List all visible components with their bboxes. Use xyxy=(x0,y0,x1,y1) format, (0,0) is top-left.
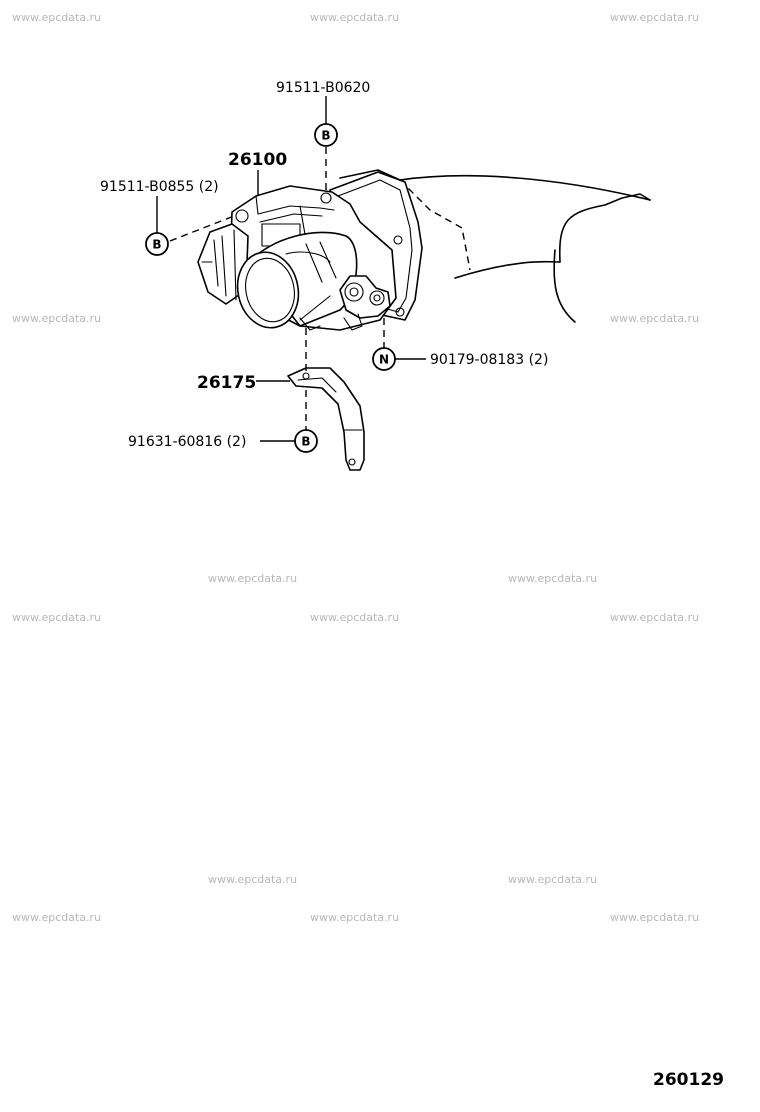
bolt-symbol-letter: B xyxy=(301,435,310,449)
watermark: www.epcdata.ru xyxy=(610,911,699,924)
watermark: www.epcdata.ru xyxy=(12,11,101,24)
callout-nut: N 90179-08183 (2) xyxy=(372,347,548,371)
throttle-body-illustration xyxy=(197,171,423,331)
watermark: www.epcdata.ru xyxy=(12,312,101,325)
watermark: www.epcdata.ru xyxy=(508,873,597,886)
watermark: www.epcdata.ru xyxy=(310,611,399,624)
callout-throttle-body: 26100 xyxy=(228,150,287,196)
callout-bolt-left: 91511-B0855 (2) B xyxy=(100,179,219,256)
watermark-layer: www.epcdata.ru www.epcdata.ru www.epcdat… xyxy=(12,11,699,924)
watermark: www.epcdata.ru xyxy=(610,611,699,624)
part-number-label: 90179-08183 (2) xyxy=(430,352,548,368)
watermark: www.epcdata.ru xyxy=(508,572,597,585)
nut-symbol-letter: N xyxy=(379,353,389,367)
part-number-label: 26175 xyxy=(197,373,256,393)
bolt-symbol-letter: B xyxy=(321,129,330,143)
bolt-symbol xyxy=(314,123,338,147)
watermark: www.epcdata.ru xyxy=(310,11,399,24)
part-number-label: 91631-60816 (2) xyxy=(128,434,246,450)
bolt-symbol xyxy=(145,232,169,256)
watermark: www.epcdata.ru xyxy=(208,873,297,886)
part-number-label: 91511-B0620 xyxy=(276,80,370,96)
illustration-number: 260129 xyxy=(653,1070,724,1090)
bracket-illustration xyxy=(287,367,365,471)
watermark: www.epcdata.ru xyxy=(610,11,699,24)
callout-bolt-bracket: 91631-60816 (2) B xyxy=(128,429,318,453)
part-number-label: 91511-B0855 (2) xyxy=(100,179,219,195)
fastener-axis-lines xyxy=(169,147,385,430)
watermark: www.epcdata.ru xyxy=(12,911,101,924)
watermark: www.epcdata.ru xyxy=(208,572,297,585)
callout-bolt-top: 91511-B0620 B xyxy=(276,80,370,147)
watermark: www.epcdata.ru xyxy=(12,611,101,624)
part-number-label: 26100 xyxy=(228,150,287,170)
watermark: www.epcdata.ru xyxy=(310,911,399,924)
bolt-symbol xyxy=(294,429,318,453)
watermark: www.epcdata.ru xyxy=(610,312,699,325)
bolt-symbol-letter: B xyxy=(152,238,161,252)
callout-bracket: 26175 xyxy=(197,373,290,393)
